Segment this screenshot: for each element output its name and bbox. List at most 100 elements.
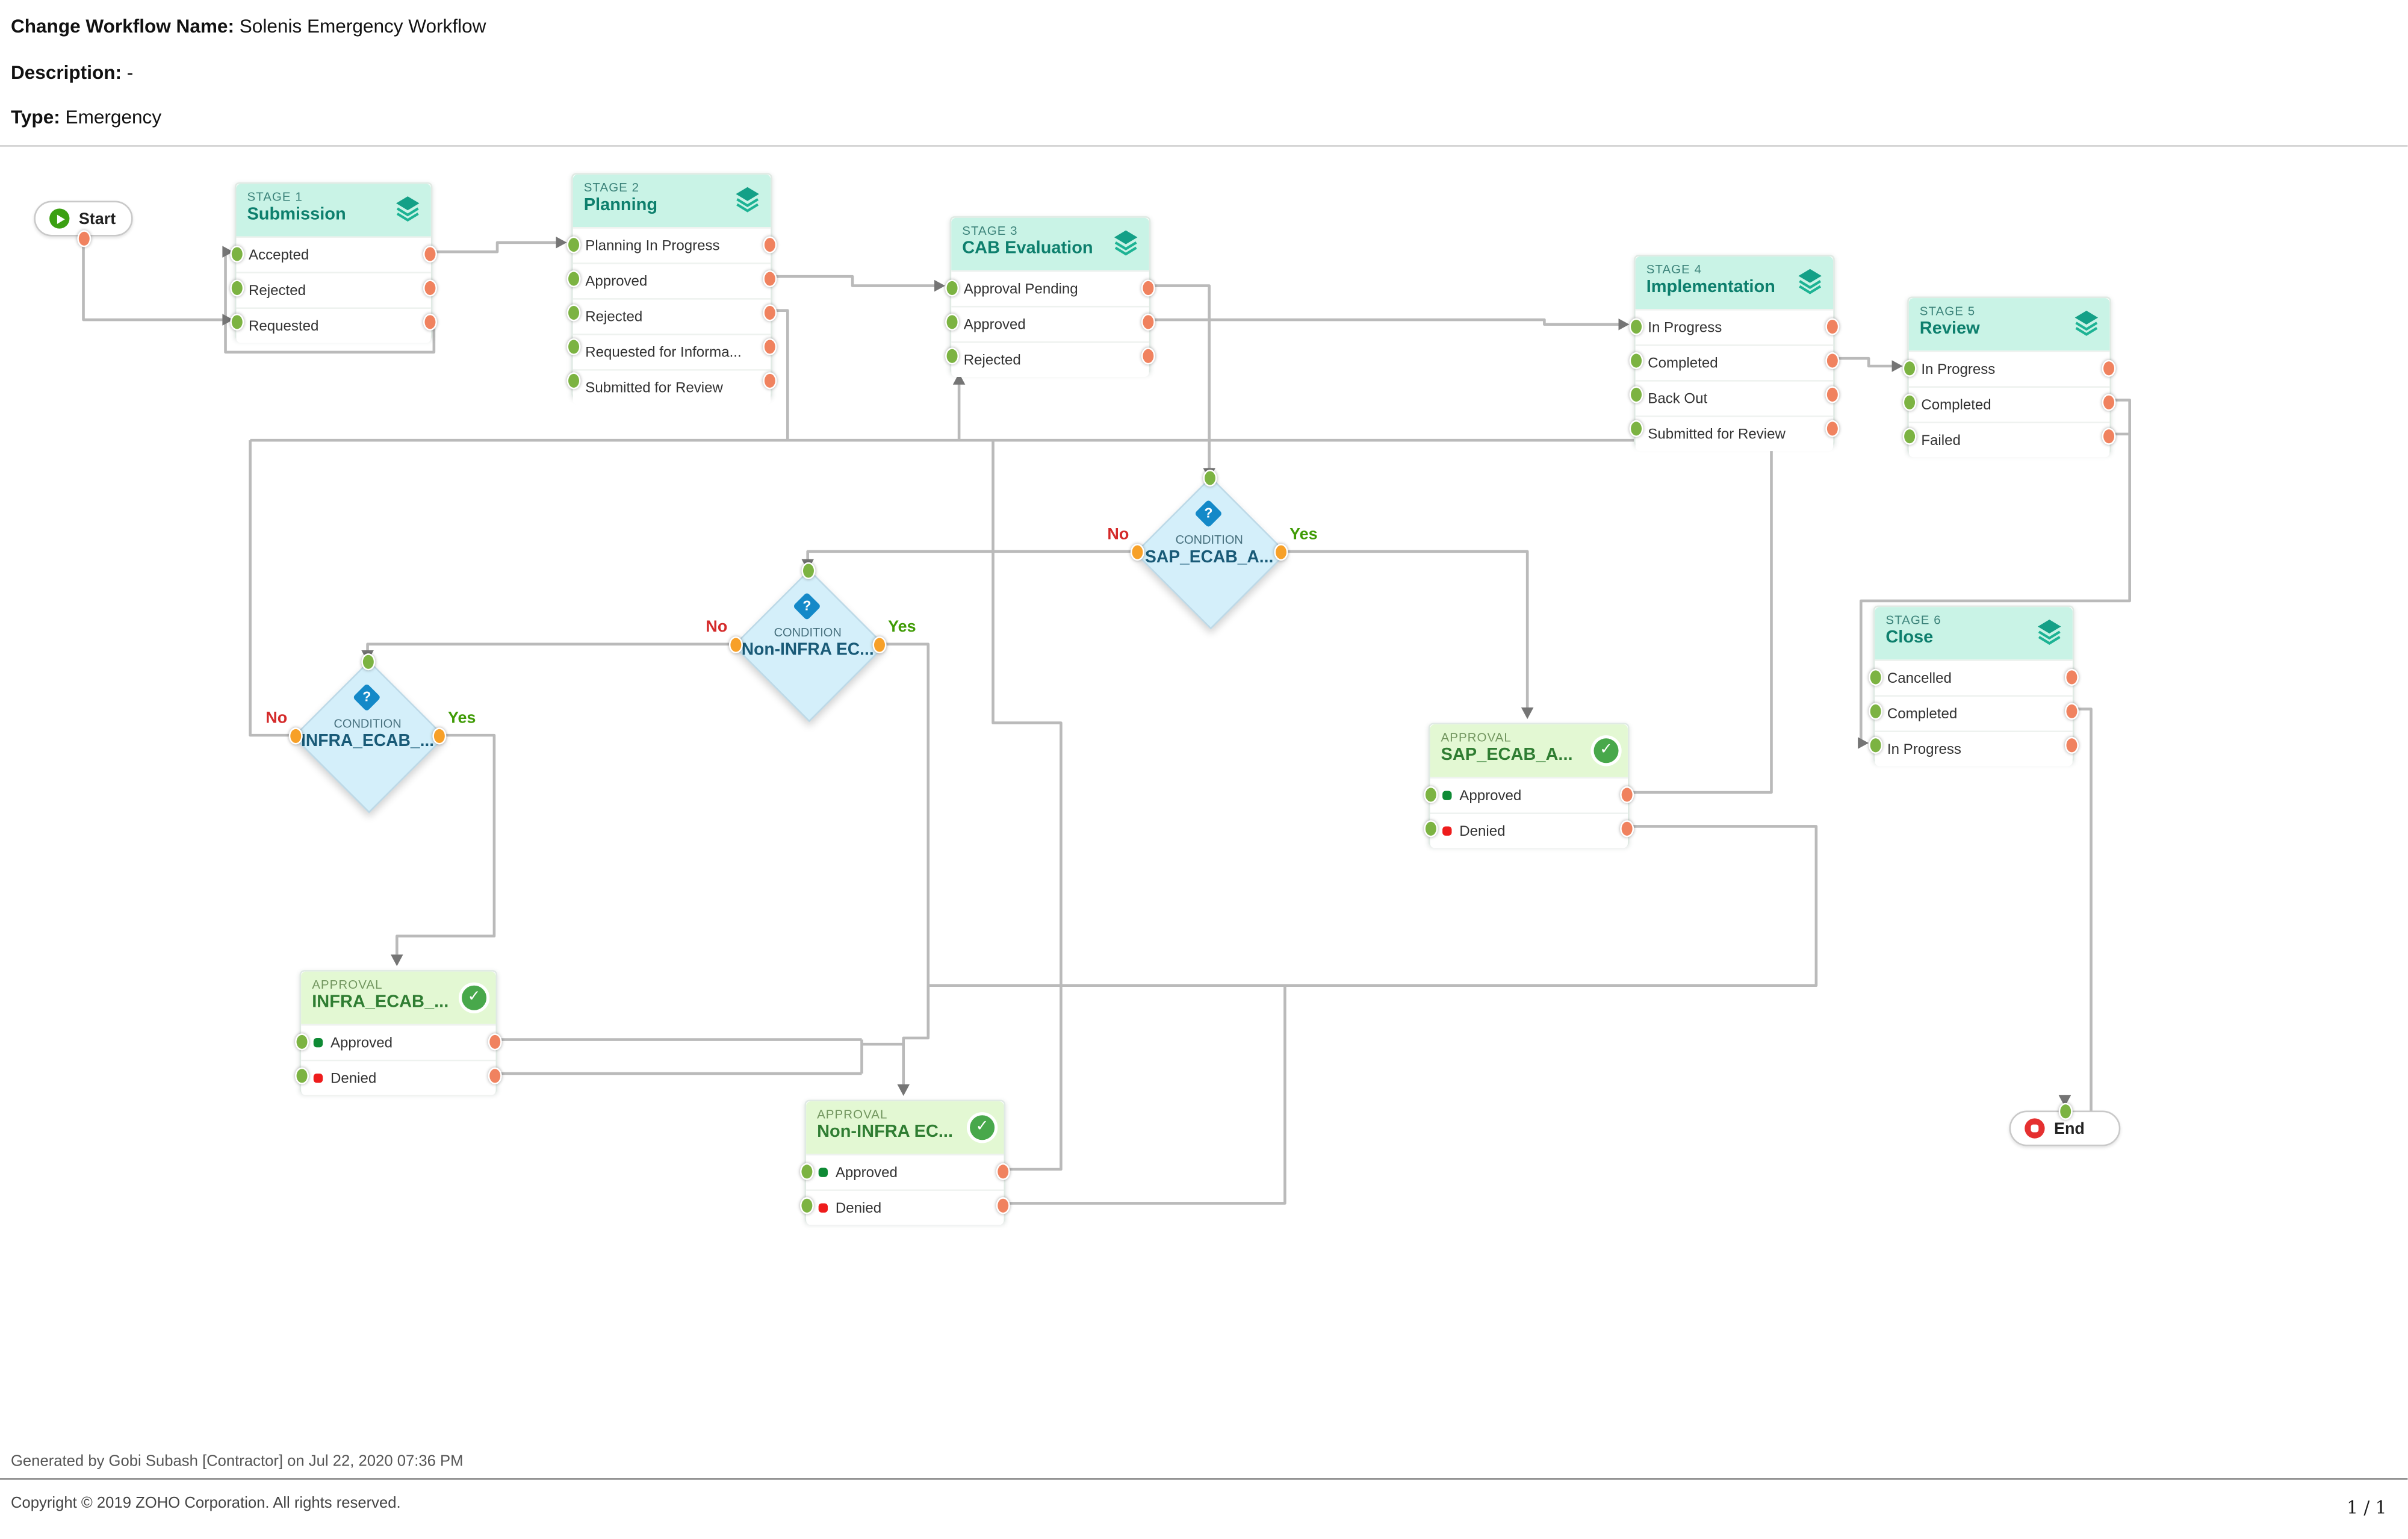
stage-status-row[interactable]: Completed <box>1875 695 2073 731</box>
no-output-port[interactable] <box>1130 544 1144 561</box>
stage-status-row[interactable]: In Progress <box>1908 350 2110 387</box>
output-port[interactable] <box>763 270 777 288</box>
approval-status-row[interactable]: Denied <box>1430 812 1628 848</box>
input-port[interactable] <box>945 279 960 297</box>
input-port[interactable] <box>945 313 960 331</box>
stage-status-row[interactable]: Failed <box>1908 421 2110 458</box>
output-port[interactable] <box>1825 420 1840 438</box>
stage-status-row[interactable]: Approved <box>573 263 771 299</box>
stage-status-row[interactable]: Back Out <box>1635 380 1834 416</box>
stage-status-row[interactable]: Submitted for Review <box>573 369 771 405</box>
input-port[interactable] <box>294 1033 309 1051</box>
stage-status-row[interactable]: Rejected <box>236 272 431 308</box>
output-port[interactable] <box>2064 668 2079 686</box>
input-port[interactable] <box>1629 318 1643 335</box>
approval-status-row[interactable]: Approved <box>301 1024 496 1060</box>
stage-status-row[interactable]: Approval Pending <box>951 270 1149 306</box>
approval-status-row[interactable]: Approved <box>806 1154 1004 1190</box>
approval-status-row[interactable]: Denied <box>806 1189 1004 1225</box>
yes-output-port[interactable] <box>872 636 887 654</box>
input-port[interactable] <box>1902 359 1917 377</box>
input-port[interactable] <box>801 562 816 580</box>
input-port[interactable] <box>799 1197 814 1214</box>
input-port[interactable] <box>1424 786 1438 804</box>
output-port[interactable] <box>763 338 777 356</box>
stage-status-row[interactable]: Approved <box>951 305 1149 341</box>
output-port[interactable] <box>1825 386 1840 403</box>
output-port[interactable] <box>1141 313 1155 331</box>
input-port[interactable] <box>1902 428 1917 445</box>
output-port[interactable] <box>763 236 777 253</box>
output-port[interactable] <box>488 1067 502 1084</box>
no-output-port[interactable] <box>728 636 743 654</box>
output-port[interactable] <box>1141 279 1155 297</box>
output-port[interactable] <box>1620 820 1634 838</box>
end-input-port[interactable] <box>2058 1102 2073 1120</box>
input-port[interactable] <box>1869 703 1883 720</box>
input-port[interactable] <box>294 1067 309 1084</box>
input-port[interactable] <box>799 1163 814 1180</box>
output-port[interactable] <box>423 313 438 331</box>
stage-status-row[interactable]: Completed <box>1908 386 2110 422</box>
approval-status-row[interactable]: Approved <box>1430 777 1628 813</box>
stage-status-row[interactable]: Rejected <box>573 298 771 334</box>
input-port[interactable] <box>1629 420 1643 438</box>
input-port[interactable] <box>566 304 581 322</box>
output-port[interactable] <box>2064 703 2079 720</box>
input-port[interactable] <box>566 372 581 390</box>
output-port[interactable] <box>763 304 777 322</box>
input-port[interactable] <box>361 653 376 671</box>
input-port[interactable] <box>1203 469 1217 487</box>
output-port[interactable] <box>1141 347 1155 365</box>
output-port[interactable] <box>1825 318 1840 335</box>
input-port[interactable] <box>566 270 581 288</box>
input-port[interactable] <box>566 236 581 253</box>
output-port[interactable] <box>2102 359 2116 377</box>
stage-status-row[interactable]: Cancelled <box>1875 659 2073 695</box>
output-port[interactable] <box>1825 352 1840 370</box>
output-port[interactable] <box>2064 736 2079 754</box>
output-port[interactable] <box>423 245 438 263</box>
stage-status-row[interactable]: In Progress <box>1635 309 1834 345</box>
approval-status-row[interactable]: Denied <box>301 1059 496 1095</box>
yes-output-port[interactable] <box>432 727 447 745</box>
output-port[interactable] <box>996 1163 1010 1180</box>
no-output-port[interactable] <box>288 727 303 745</box>
output-port[interactable] <box>423 279 438 297</box>
yes-output-port[interactable] <box>1274 544 1288 561</box>
input-port[interactable] <box>230 313 244 331</box>
output-port[interactable] <box>488 1033 502 1051</box>
input-port[interactable] <box>230 279 244 297</box>
input-port[interactable] <box>1424 820 1438 838</box>
start-output-port[interactable] <box>77 230 92 247</box>
stage-status-row[interactable]: Planning In Progress <box>573 227 771 263</box>
stage-status-row[interactable]: Rejected <box>951 341 1149 377</box>
input-port[interactable] <box>1869 668 1883 686</box>
output-port[interactable] <box>763 372 777 390</box>
output-port[interactable] <box>2102 428 2116 445</box>
stage-status-row[interactable]: Submitted for Review <box>1635 415 1834 452</box>
stage-status-row[interactable]: Completed <box>1635 344 1834 381</box>
stage-status-row[interactable]: Accepted <box>236 236 431 272</box>
stage-status-row[interactable]: In Progress <box>1875 730 2073 766</box>
input-port[interactable] <box>1869 736 1883 754</box>
input-port[interactable] <box>1629 352 1643 370</box>
output-port[interactable] <box>2102 394 2116 411</box>
stage-status-row[interactable]: Requested <box>236 307 431 343</box>
input-port[interactable] <box>566 338 581 356</box>
input-port[interactable] <box>1902 394 1917 411</box>
input-port[interactable] <box>945 347 960 365</box>
input-port[interactable] <box>1629 386 1643 403</box>
